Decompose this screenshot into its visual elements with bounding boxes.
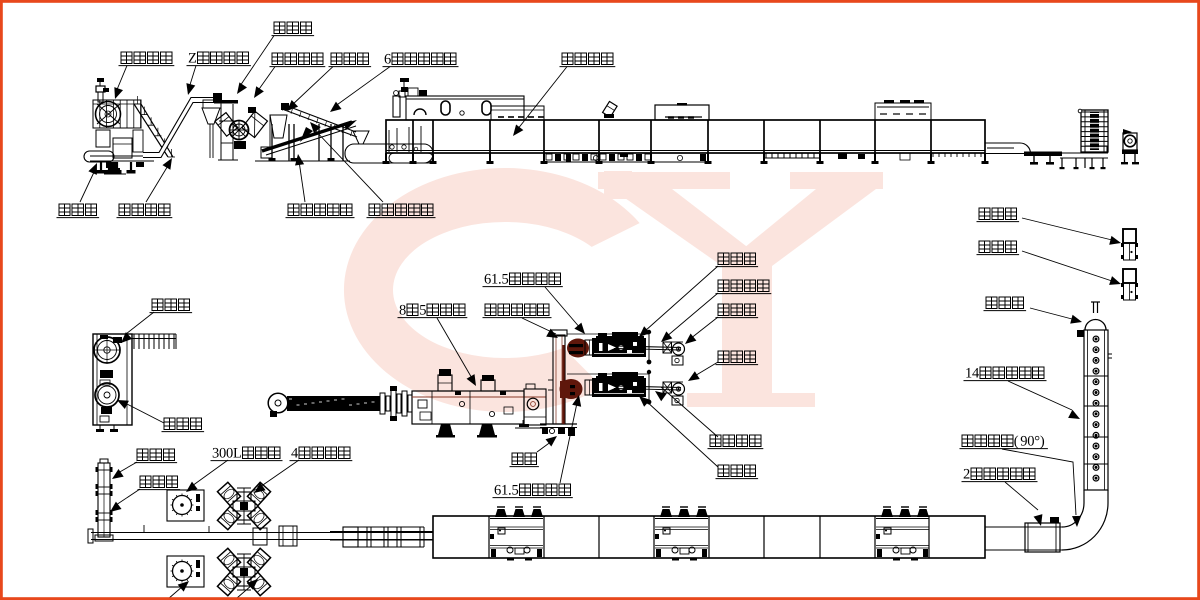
svg-text:8: 8 (399, 303, 406, 319)
svg-text:0: 0 (1027, 434, 1034, 450)
svg-text:°: ° (1034, 434, 1040, 450)
svg-text:1: 1 (965, 366, 972, 382)
svg-text:(: ( (1014, 434, 1019, 450)
svg-text:1: 1 (491, 272, 498, 288)
svg-text:5: 5 (502, 272, 509, 288)
svg-text:5: 5 (419, 303, 426, 319)
svg-text:.: . (508, 483, 512, 499)
svg-text:0: 0 (219, 446, 226, 462)
svg-text:4: 4 (291, 446, 299, 462)
svg-text:6: 6 (384, 52, 391, 68)
svg-text:9: 9 (1020, 434, 1027, 450)
svg-text:): ) (1040, 434, 1045, 450)
svg-text:3: 3 (212, 446, 219, 462)
svg-text:1: 1 (501, 483, 508, 499)
svg-text:4: 4 (972, 366, 980, 382)
svg-text:5: 5 (512, 483, 519, 499)
svg-text:L: L (233, 446, 242, 462)
svg-text:6: 6 (484, 272, 491, 288)
svg-text:6: 6 (494, 483, 501, 499)
svg-text:2: 2 (963, 467, 970, 483)
svg-text:Z: Z (188, 51, 197, 67)
svg-text:.: . (498, 272, 502, 288)
svg-text:0: 0 (226, 446, 233, 462)
